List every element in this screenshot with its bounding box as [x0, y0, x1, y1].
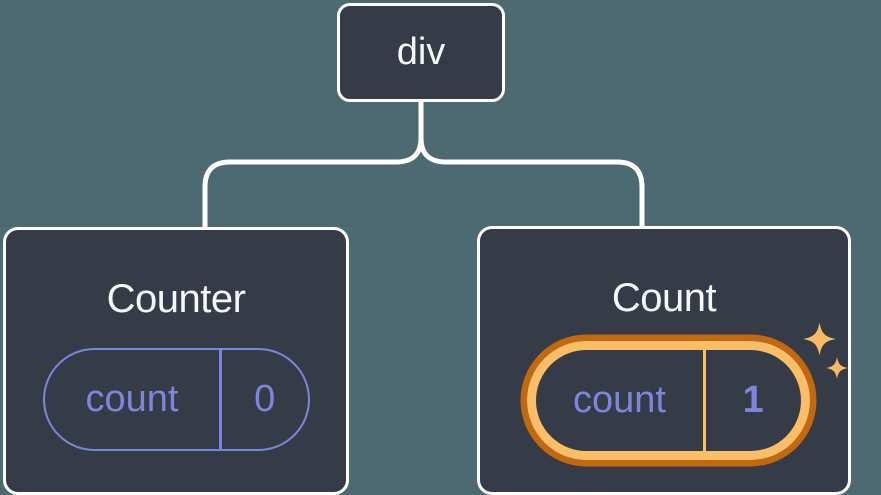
sparkle-icon — [826, 357, 848, 379]
root-node-div: div — [337, 3, 505, 102]
sparkle-icon — [803, 322, 836, 356]
pill-divider — [703, 350, 706, 451]
pill-divider — [219, 350, 222, 449]
card-title: Count — [611, 276, 717, 320]
component-card-count: Count count 1 — [477, 226, 851, 495]
state-value: 1 — [742, 379, 764, 421]
connector-branch-right — [418, 137, 645, 229]
sparkles — [803, 322, 848, 379]
connector-branch-left — [202, 137, 424, 229]
state-key: count — [573, 379, 666, 421]
state-key: count — [85, 378, 179, 420]
card-title: Counter — [106, 277, 246, 321]
root-node-label: div — [396, 31, 446, 73]
state-pill-highlighted: count 1 — [527, 341, 810, 460]
state-pill: count 0 — [43, 348, 310, 451]
state-value: 0 — [254, 378, 276, 420]
component-card-counter: Counter count 0 — [3, 227, 349, 495]
